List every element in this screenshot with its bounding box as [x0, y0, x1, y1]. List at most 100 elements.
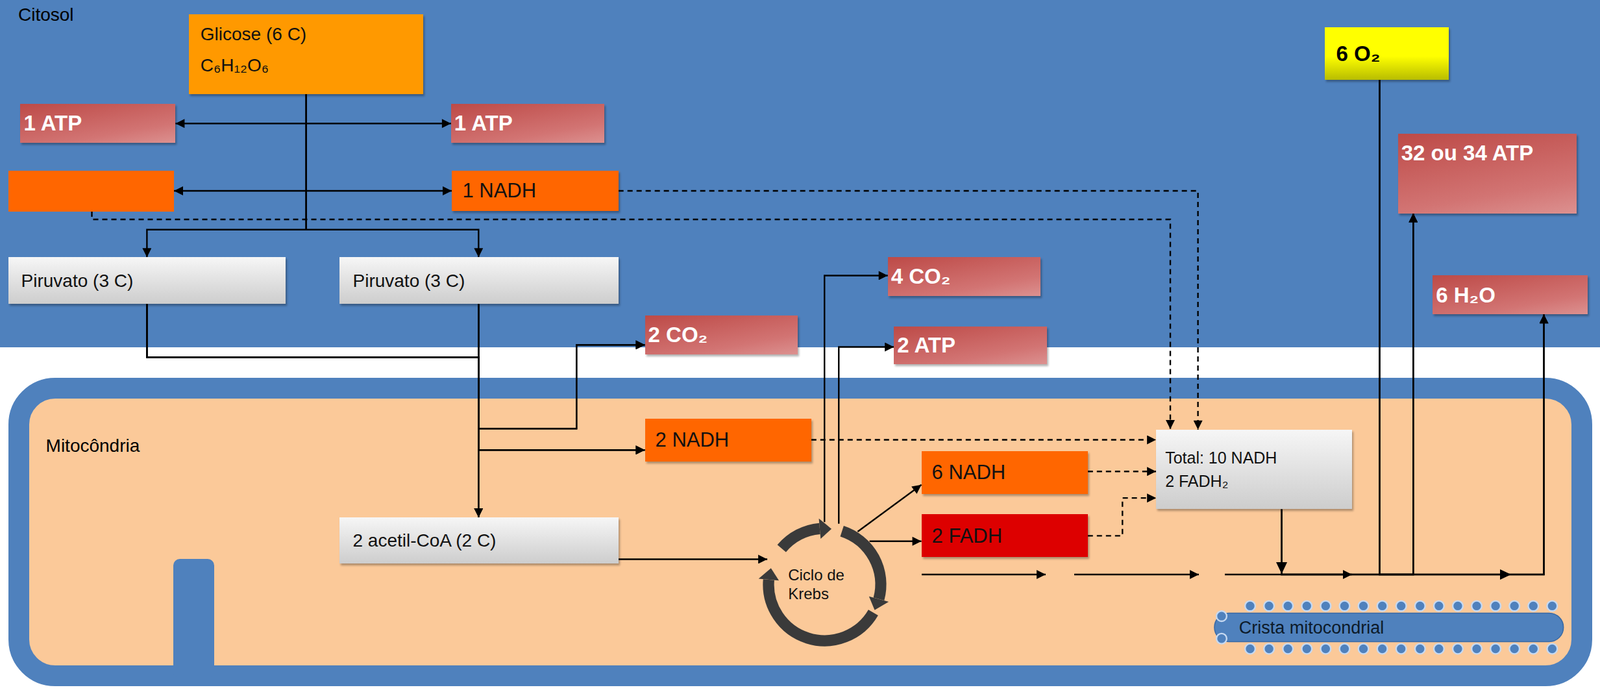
- membrane-particle: [1301, 601, 1312, 612]
- membrane-particle: [1490, 601, 1501, 612]
- membrane-particle: [1263, 601, 1275, 612]
- product-box: 2 CO₂: [645, 315, 799, 355]
- product-box: 4 CO₂: [887, 257, 1042, 296]
- membrane-particle: [1527, 643, 1539, 655]
- membrane-particle: [1433, 643, 1445, 655]
- node-text: 2 acetil-CoA (2 C): [352, 529, 496, 552]
- node-text: Citosol: [18, 3, 74, 26]
- flow-arrow: [857, 484, 922, 532]
- flow-arrow: [175, 122, 451, 124]
- membrane-particle: [1282, 601, 1293, 612]
- cycle-arc: [841, 531, 881, 600]
- membrane-particle: [1301, 643, 1312, 655]
- membrane-particle: [1216, 633, 1227, 644]
- crest-bar: [1214, 613, 1564, 642]
- carrier-box: 1 NADH: [451, 170, 618, 212]
- chain-arrow: [1074, 573, 1199, 576]
- node-text: Crista mitocondrial: [1239, 617, 1385, 639]
- flow-arrow: [838, 347, 894, 524]
- flow-arrow: [478, 303, 645, 429]
- product-box: 1 ATP: [20, 103, 176, 143]
- membrane-particle: [1546, 601, 1558, 612]
- membrane-particle: [1244, 601, 1256, 612]
- empty-nad-box: [8, 170, 174, 212]
- process-box: Piruvato (3 C): [8, 257, 287, 304]
- node-text: 1 NADH: [462, 178, 537, 203]
- membrane-particle: [1339, 601, 1350, 612]
- membrane-particle: [1509, 643, 1520, 655]
- cycle-circle: Ciclo de Krebs: [761, 521, 888, 648]
- region-band: CitosolGlicose (6 C) C₆H₁₂O₆ 6 O₂ 1 ATP 1 AT…: [0, 0, 1600, 348]
- dashed-arrow: [92, 211, 1171, 430]
- node-text: Piruvato (3 C): [352, 270, 465, 293]
- membrane-particle: [1216, 611, 1227, 622]
- cycle-arrowhead: [818, 518, 831, 539]
- dashed-arrow: [1087, 470, 1157, 472]
- membrane-particle: [1396, 643, 1407, 655]
- inner-membrane-fold: [173, 558, 215, 679]
- membrane-particle: [1320, 601, 1331, 612]
- node-text: 32 ou 34 ATP: [1401, 140, 1534, 167]
- dashed-arrow: [811, 438, 1157, 441]
- cycle-arc: [781, 529, 820, 550]
- node-text: 2 CO₂: [648, 321, 709, 348]
- membrane-particle: [1471, 601, 1482, 612]
- total-box: Total: 10 NADH 2 FADH₂: [1156, 429, 1353, 510]
- region-band: Mitocôndria 2 NADH Total: 10 NADH 2 FADH₂ 6 …: [8, 377, 1593, 687]
- mitochondrion-membrane: [18, 388, 1582, 676]
- node-text: 2 FADH: [932, 523, 1003, 548]
- product-box: 32 ou 34 ATP: [1398, 133, 1577, 214]
- membrane-particle: [1415, 601, 1426, 612]
- cytosol-band: [0, 0, 1600, 348]
- membrane-particle: [1546, 643, 1558, 655]
- node-text: 4 CO₂: [891, 263, 951, 290]
- node-text: C₆H₁₂O₆: [200, 54, 269, 77]
- flow-arrow: [146, 303, 645, 429]
- process-box: Glicose (6 C) C₆H₁₂O₆: [188, 14, 424, 95]
- membrane-particle: [1282, 643, 1293, 655]
- node-text: 6 H₂O: [1435, 282, 1496, 309]
- flow-arrow: [824, 275, 888, 522]
- membrane-particle: [1471, 643, 1482, 655]
- membrane-particle: [1339, 643, 1350, 655]
- node-text: 1 ATP: [454, 110, 513, 137]
- node-text: Glicose (6 C): [200, 23, 307, 46]
- node-text: 1 ATP: [23, 110, 82, 137]
- dashed-arrow: [1087, 497, 1157, 536]
- membrane-crest: Crista mitocondrial: [1214, 599, 1564, 655]
- flow-arrow: [618, 558, 768, 560]
- node-text: 6 NADH: [932, 460, 1007, 485]
- process-box: 2 acetil-CoA (2 C): [339, 517, 618, 564]
- membrane-particle: [1527, 601, 1539, 612]
- membrane-particle: [1415, 643, 1426, 655]
- cycle-arrowhead: [869, 596, 889, 611]
- membrane-particle: [1452, 643, 1464, 655]
- process-box: 6 O₂: [1324, 27, 1450, 80]
- product-box: 2 ATP: [893, 326, 1047, 365]
- membrane-particle: [1509, 601, 1520, 612]
- product-box: 1 ATP: [451, 103, 605, 143]
- carrier-box: 2 NADH: [645, 418, 812, 462]
- membrane-particle: [1490, 643, 1501, 655]
- node-text: 6 O₂: [1336, 40, 1381, 67]
- membrane-particle: [1433, 601, 1445, 612]
- node-text: Piruvato (3 C): [21, 270, 134, 293]
- product-box: 6 H₂O: [1432, 275, 1588, 315]
- chain-arrow: [921, 573, 1046, 576]
- node-text: 2 FADH₂: [1165, 471, 1229, 491]
- node-text: Mitocôndria: [46, 434, 141, 457]
- dashed-arrow: [618, 190, 1199, 430]
- membrane-particle: [1357, 643, 1369, 655]
- node-text: Ciclo de Krebs: [787, 566, 861, 604]
- double-arrow: [173, 190, 452, 192]
- process-box: Piruvato (3 C): [339, 257, 618, 304]
- carrier-box: 2 FADH: [921, 514, 1088, 557]
- flow-arrow: [1281, 213, 1414, 576]
- flow-arrow: [1379, 79, 1544, 575]
- membrane-particle: [1320, 643, 1331, 655]
- node-text: Total: 10 NADH: [1165, 447, 1277, 468]
- cycle-arrowhead: [758, 567, 779, 581]
- membrane-particle: [1376, 643, 1388, 655]
- membrane-particle: [1396, 601, 1407, 612]
